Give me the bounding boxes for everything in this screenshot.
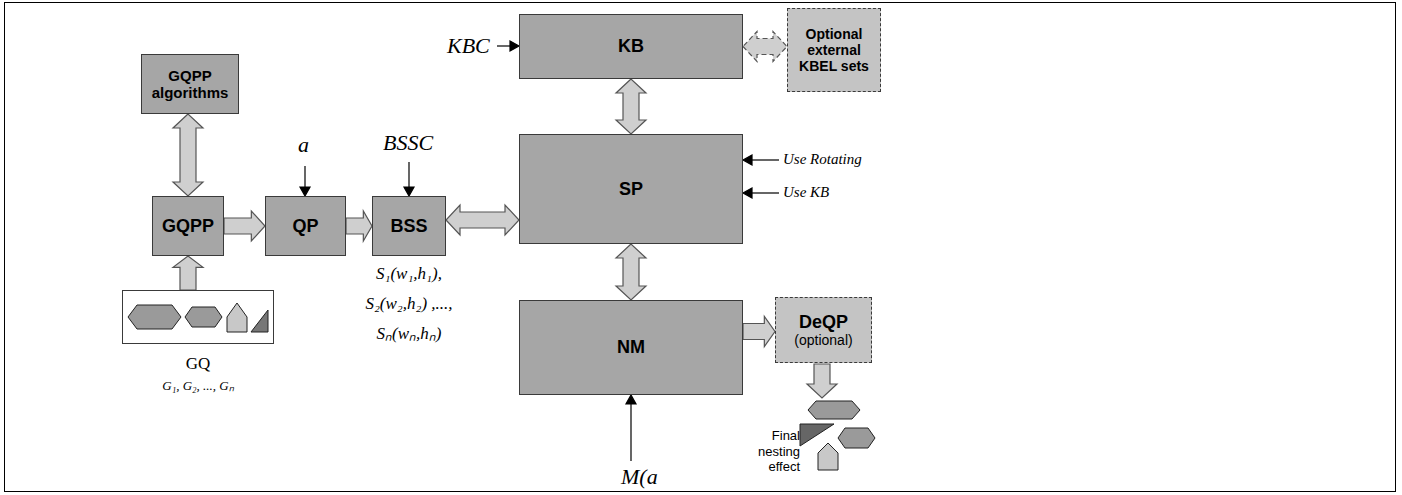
process-box: NM xyxy=(519,300,743,395)
result-label: Final nesting effect xyxy=(736,428,800,475)
arrow-head xyxy=(743,188,752,198)
box-label: SP xyxy=(619,179,643,200)
block-arrow xyxy=(173,114,203,196)
box-caption: GQ xyxy=(186,353,211,375)
input-arrow xyxy=(497,45,511,46)
arrow-head xyxy=(626,395,636,404)
nesting-result xyxy=(800,401,875,470)
block-arrow xyxy=(173,256,203,290)
arrow-head xyxy=(404,187,414,196)
caption-group: S₁(w₁,h₁), S₂(w₂,h₂) ,..., Sₙ(wₙ,hₙ) xyxy=(359,259,459,348)
output-arrow xyxy=(807,364,837,398)
hexagon-shape xyxy=(808,401,860,419)
input-arrow xyxy=(408,162,409,188)
input-label: a xyxy=(298,132,309,158)
box-caption: G₁, G₂, ..., Gₙ xyxy=(162,379,233,394)
caption-group: GQ G₁, G₂, ..., Gₙ xyxy=(108,353,288,394)
hexagon-shape xyxy=(128,305,181,329)
hexagon-shape xyxy=(185,307,222,327)
box-label: QP xyxy=(292,216,318,237)
triangle-shape xyxy=(800,424,834,446)
geometry-shapes xyxy=(128,303,268,332)
geometry-input-box: GQG₁, G₂, ..., Gₙ xyxy=(122,290,274,344)
option-label: Use Rotating xyxy=(783,151,862,168)
box-label: BSS xyxy=(390,216,427,237)
arrow-head xyxy=(300,187,310,196)
hexagon-shape xyxy=(838,428,875,448)
input-arrow xyxy=(304,166,305,188)
box-label: GQPP algorithms xyxy=(147,67,233,102)
box-label: Optional external KBEL sets xyxy=(793,26,875,74)
option-label: Use KB xyxy=(783,184,829,201)
process-box: GQPP algorithms xyxy=(141,54,239,114)
input-label: M(a xyxy=(621,464,658,490)
process-box: SP xyxy=(519,134,743,244)
block-arrow xyxy=(346,211,372,241)
pentagon-shape xyxy=(227,303,247,332)
block-arrow xyxy=(743,317,775,347)
box-caption: S₁(w₁,h₁), S₂(w₂,h₂) ,..., Sₙ(wₙ,hₙ) xyxy=(359,259,459,348)
pentagon-shape xyxy=(818,443,838,470)
block-arrow xyxy=(616,79,646,134)
box-label: DeQP xyxy=(799,312,848,333)
box-label: KB xyxy=(618,36,644,57)
optional-box: Optional external KBEL sets xyxy=(787,8,881,92)
triangle-shape xyxy=(251,310,268,332)
box-label: GQPP xyxy=(162,216,214,237)
input-arrow xyxy=(751,192,779,193)
process-box: QP xyxy=(265,196,346,256)
process-box: GQPP xyxy=(152,196,224,256)
block-arrow xyxy=(446,205,519,235)
input-label: BSSC xyxy=(383,130,433,156)
optional-box: DeQP(optional) xyxy=(775,297,872,363)
input-arrows xyxy=(300,41,779,461)
box-label: NM xyxy=(617,337,645,358)
process-box: BSSS₁(w₁,h₁), S₂(w₂,h₂) ,..., Sₙ(wₙ,hₙ) xyxy=(372,196,446,256)
block-arrow xyxy=(224,211,265,241)
block-arrow xyxy=(616,244,646,300)
arrow-head xyxy=(510,41,519,51)
arrow-head xyxy=(743,155,752,165)
input-arrow xyxy=(751,159,779,160)
input-label: KBC xyxy=(447,33,490,59)
process-box: KB xyxy=(519,14,743,79)
block-arrow xyxy=(743,32,787,62)
box-label: (optional) xyxy=(794,332,852,348)
outer-frame xyxy=(5,3,1396,492)
input-arrow xyxy=(630,403,631,461)
